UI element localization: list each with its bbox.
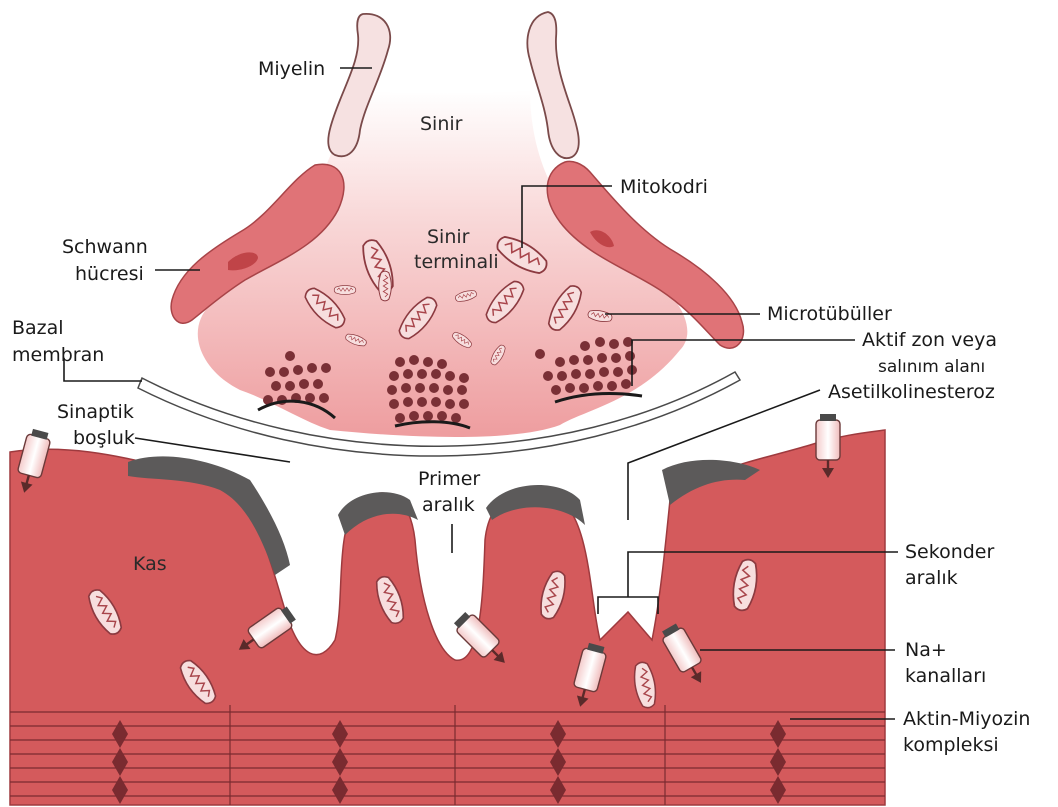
label-sinir-terminali-2: terminali (414, 251, 499, 273)
label-aktif-2: salınım alanı (878, 357, 985, 377)
label-sekonder-1: Sekonder (905, 541, 994, 563)
label-primer-2: aralık (422, 494, 475, 516)
myelin-right (527, 12, 578, 158)
label-sekonder-2: aralık (905, 567, 958, 589)
label-microtubuller: Microtübüller (767, 303, 892, 325)
label-sinir-terminali-1: Sinir (427, 226, 470, 248)
label-asetil: Asetilkolinesteroz (828, 381, 995, 403)
label-schwann-2: hücresi (75, 263, 144, 285)
label-mitokodri: Mitokodri (620, 176, 708, 198)
label-sinaptik-1: Sinaptik (57, 401, 134, 423)
label-aktin-2: kompleksi (903, 734, 999, 756)
label-sinir: Sinir (420, 113, 463, 135)
label-aktin-1: Aktin-Miyozin (903, 708, 1030, 730)
label-miyelin: Miyelin (258, 58, 325, 80)
label-schwann-1: Schwann (62, 236, 148, 258)
label-na-1: Na+ (905, 639, 947, 661)
label-aktif-1: Aktif zon veya (862, 329, 997, 351)
label-sinaptik-2: boşluk (73, 427, 135, 449)
label-primer-1: Primer (418, 468, 480, 490)
label-na-2: kanalları (905, 665, 986, 687)
microtubule (334, 285, 356, 294)
label-bazal-2: membran (12, 344, 104, 366)
label-kas: Kas (133, 553, 167, 575)
nerve-mitochondrion (379, 271, 392, 301)
label-bazal-1: Bazal (12, 317, 64, 339)
